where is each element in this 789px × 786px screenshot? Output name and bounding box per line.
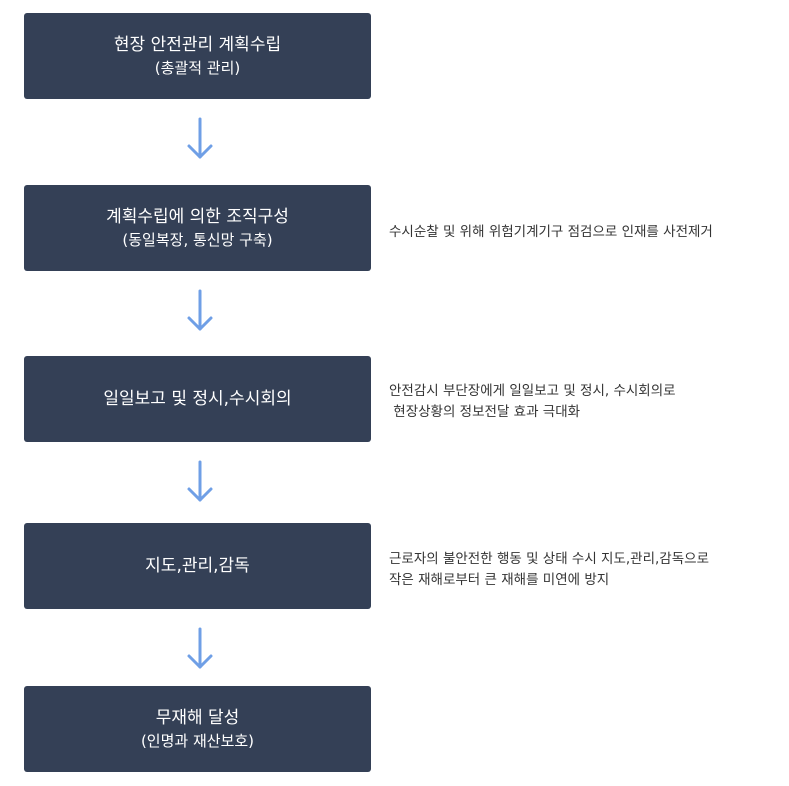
flow-step-zero-accident: 무재해 달성 (인명과 재산보호): [24, 686, 371, 772]
arrow-down-icon: [187, 627, 213, 669]
note-line: 작은 재해로부터 큰 재해를 미연에 방지: [389, 572, 610, 588]
flow-step-supervise: 지도,관리,감독: [24, 523, 371, 609]
flow-step-report: 일일보고 및 정시,수시회의: [24, 356, 371, 442]
step-title: 무재해 달성: [155, 708, 240, 728]
arrow-down-icon: [187, 460, 213, 502]
note-line: 안전감시 부단장에게 일일보고 및 정시, 수시회의로: [389, 383, 676, 399]
step-subtitle: (총괄적 관리): [154, 59, 241, 77]
step-subtitle: (동일복장, 통신망 구축): [122, 231, 273, 249]
flow-step-plan: 현장 안전관리 계획수립 (총괄적 관리): [24, 13, 371, 99]
step-title: 일일보고 및 정시,수시회의: [103, 389, 292, 409]
step-subtitle: (인명과 재산보호): [140, 732, 255, 750]
step-title: 지도,관리,감독: [145, 556, 250, 576]
note-line: 현장상황의 정보전달 효과 극대화: [389, 404, 581, 420]
arrow-down-icon: [187, 117, 213, 159]
note-line: 수시순찰 및 위해 위험기계기구 점검으로 인재를 사전제거: [389, 224, 713, 240]
note-report: 안전감시 부단장에게 일일보고 및 정시, 수시회의로 현장상황의 정보전달 효…: [389, 381, 784, 423]
step-title: 현장 안전관리 계획수립: [113, 35, 282, 55]
note-organize: 수시순찰 및 위해 위험기계기구 점검으로 인재를 사전제거: [389, 222, 784, 243]
note-line: 근로자의 불안전한 행동 및 상태 수시 지도,관리,감독으로: [389, 551, 709, 567]
note-supervise: 근로자의 불안전한 행동 및 상태 수시 지도,관리,감독으로 작은 재해로부터…: [389, 549, 784, 591]
flow-step-organize: 계획수립에 의한 조직구성 (동일복장, 통신망 구축): [24, 185, 371, 271]
arrow-down-icon: [187, 289, 213, 331]
step-title: 계획수립에 의한 조직구성: [106, 207, 289, 227]
